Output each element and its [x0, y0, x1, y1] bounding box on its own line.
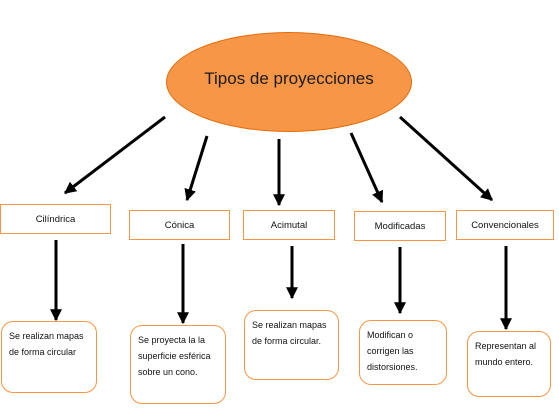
type-label: Modificadas	[374, 220, 426, 232]
description-text: Se proyecta la la superficie esférica so…	[138, 335, 211, 377]
description-text: Modifican o corrigen las distorsiones.	[367, 330, 418, 372]
type-label: Convencionales	[471, 219, 539, 231]
description-box-modificadas: Modifican o corrigen las distorsiones.	[359, 320, 447, 385]
description-box-convencionales: Representan al mundo entero.	[467, 331, 551, 397]
arrow-center-to-conica	[184, 135, 209, 202]
type-box-conica: Cónica	[129, 210, 230, 240]
type-box-acimutal: Acimutal	[243, 210, 335, 240]
type-label: Cónica	[164, 219, 195, 231]
description-text: Se realizan mapas de forma circular	[9, 331, 84, 357]
type-box-convencionales: Convencionales	[456, 210, 554, 240]
center-node-label: Tipos de proyecciones	[204, 69, 374, 88]
type-label: Acimutal	[270, 219, 308, 231]
description-text: Representan al mundo entero.	[475, 341, 537, 367]
center-node: Tipos de proyecciones	[166, 32, 412, 132]
description-text: Se realizan mapas de forma circular.	[252, 320, 327, 346]
type-box-cilindrica: Cilíndrica	[0, 204, 111, 234]
arrow-center-to-convencionales	[398, 115, 494, 202]
description-box-cilindrica: Se realizan mapas de forma circular	[1, 321, 97, 393]
description-box-conica: Se proyecta la la superficie esférica so…	[130, 325, 226, 404]
description-box-acimutal: Se realizan mapas de forma circular.	[244, 310, 339, 380]
type-box-modificadas: Modificadas	[354, 211, 446, 241]
type-label: Cilíndrica	[35, 213, 76, 225]
arrow-center-to-modificadas	[349, 132, 384, 204]
arrow-center-to-cilindrica	[64, 115, 166, 195]
